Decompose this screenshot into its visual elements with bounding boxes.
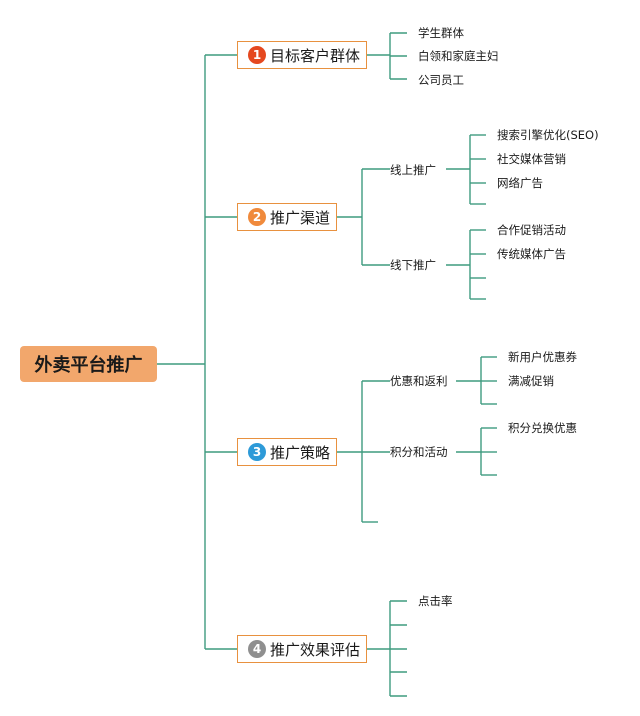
branch-label: 推广渠道 (270, 208, 331, 227)
sub-branch-label: 积分和活动 (390, 445, 448, 459)
branch-effect-evaluation[interactable]: 4 推广效果评估 (237, 635, 367, 663)
number-badge-2: 2 (248, 208, 266, 226)
branch-label: 推广效果评估 (270, 640, 361, 659)
leaf-label: 传统媒体广告 (497, 247, 566, 261)
number-badge-1: 1 (248, 46, 266, 64)
branch-promotion-channels[interactable]: 2 推广渠道 (237, 203, 337, 231)
leaf-label: 合作促销活动 (497, 223, 566, 237)
leaf-label: 社交媒体营销 (497, 152, 566, 166)
leaf-label: 白领和家庭主妇 (418, 49, 499, 63)
leaf-label: 公司员工 (418, 73, 464, 87)
branch-label: 目标客户群体 (270, 46, 361, 65)
root-label: 外卖平台推广 (34, 355, 143, 376)
leaf-label: 新用户优惠券 (508, 350, 577, 364)
sub-branch-label: 线下推广 (390, 258, 436, 272)
leaf-label: 学生群体 (418, 26, 464, 40)
number-badge-4: 4 (248, 640, 266, 658)
leaf-label: 搜索引擎优化(SEO) (497, 128, 599, 142)
leaf-label: 积分兑换优惠 (508, 421, 577, 435)
branch-label: 推广策略 (270, 443, 331, 462)
leaf-label: 满减促销 (508, 374, 554, 388)
branch-target-customers[interactable]: 1 目标客户群体 (237, 41, 367, 69)
root-node[interactable]: 外卖平台推广 (20, 346, 157, 382)
number-badge-3: 3 (248, 443, 266, 461)
sub-branch-label: 优惠和返利 (390, 374, 448, 388)
sub-branch-label: 线上推广 (390, 163, 436, 177)
branch-promotion-strategy[interactable]: 3 推广策略 (237, 438, 337, 466)
leaf-label: 网络广告 (497, 176, 543, 190)
leaf-label: 点击率 (418, 594, 453, 608)
